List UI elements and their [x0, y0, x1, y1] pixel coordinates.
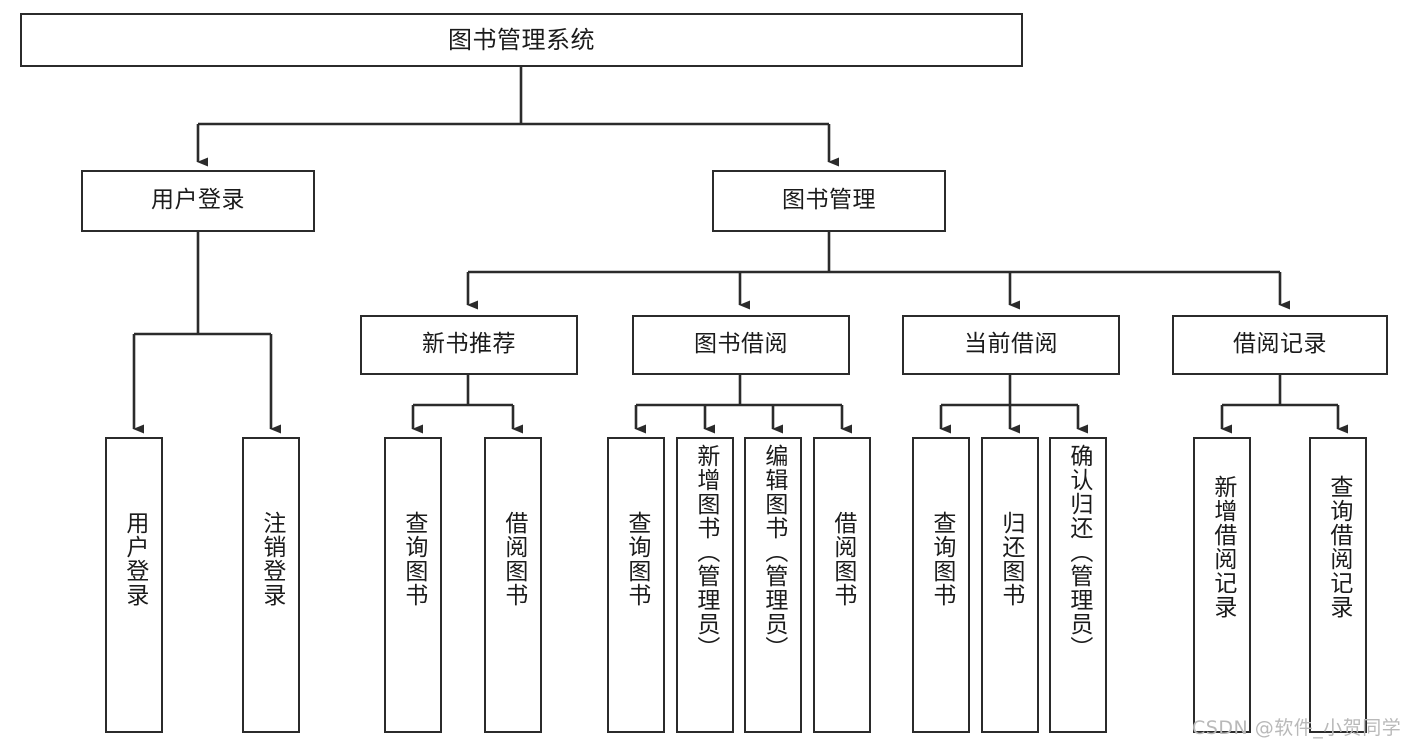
leaf-query-book-1[interactable]: 查询图书: [384, 437, 442, 733]
leaf-add-book-label: 新增图书（管理员）: [692, 444, 719, 660]
leaf-query-book-3[interactable]: 查询图书: [912, 437, 970, 733]
leaf-borrow-book-2[interactable]: 借阅图书: [813, 437, 871, 733]
node-borrow-record-label: 借阅记录: [1233, 331, 1327, 358]
leaf-add-record-label: 新增借阅记录: [1209, 475, 1236, 619]
leaf-query-book-3-label: 查询图书: [928, 511, 955, 607]
leaf-borrow-book-1[interactable]: 借阅图书: [484, 437, 542, 733]
leaf-borrow-book-1-label: 借阅图书: [500, 511, 527, 607]
node-root-system[interactable]: 图书管理系统: [20, 13, 1023, 67]
leaf-query-book-1-label: 查询图书: [400, 511, 427, 607]
leaf-query-record[interactable]: 查询借阅记录: [1309, 437, 1367, 733]
leaf-edit-book-label: 编辑图书（管理员）: [760, 444, 787, 660]
leaf-query-book-2[interactable]: 查询图书: [607, 437, 665, 733]
leaf-query-record-label: 查询借阅记录: [1325, 475, 1352, 619]
leaf-add-book[interactable]: 新增图书（管理员）: [676, 437, 734, 733]
node-book-borrow[interactable]: 图书借阅: [632, 315, 850, 375]
leaf-user-logout[interactable]: 注销登录: [242, 437, 300, 733]
node-new-book-recommend-label: 新书推荐: [422, 331, 516, 358]
watermark: CSDN @软件_小贺同学: [1192, 717, 1402, 739]
leaf-confirm-return[interactable]: 确认归还（管理员）: [1049, 437, 1107, 733]
leaf-return-book-label: 归还图书: [997, 511, 1024, 607]
node-borrow-record[interactable]: 借阅记录: [1172, 315, 1388, 375]
node-book-borrow-label: 图书借阅: [694, 331, 788, 358]
leaf-add-record[interactable]: 新增借阅记录: [1193, 437, 1251, 733]
leaf-user-login-label: 用户登录: [121, 511, 148, 607]
leaf-borrow-book-2-label: 借阅图书: [829, 511, 856, 607]
node-book-manage[interactable]: 图书管理: [712, 170, 946, 232]
node-current-borrow-label: 当前借阅: [964, 331, 1058, 358]
node-book-manage-label: 图书管理: [782, 187, 876, 214]
node-user-login-label: 用户登录: [151, 187, 245, 214]
leaf-user-logout-label: 注销登录: [258, 511, 285, 607]
leaf-return-book[interactable]: 归还图书: [981, 437, 1039, 733]
node-current-borrow[interactable]: 当前借阅: [902, 315, 1120, 375]
leaf-query-book-2-label: 查询图书: [623, 511, 650, 607]
leaf-confirm-return-label: 确认归还（管理员）: [1065, 444, 1092, 660]
leaf-user-login[interactable]: 用户登录: [105, 437, 163, 733]
node-new-book-recommend[interactable]: 新书推荐: [360, 315, 578, 375]
leaf-edit-book[interactable]: 编辑图书（管理员）: [744, 437, 802, 733]
node-root-system-label: 图书管理系统: [448, 25, 595, 54]
node-user-login[interactable]: 用户登录: [81, 170, 315, 232]
